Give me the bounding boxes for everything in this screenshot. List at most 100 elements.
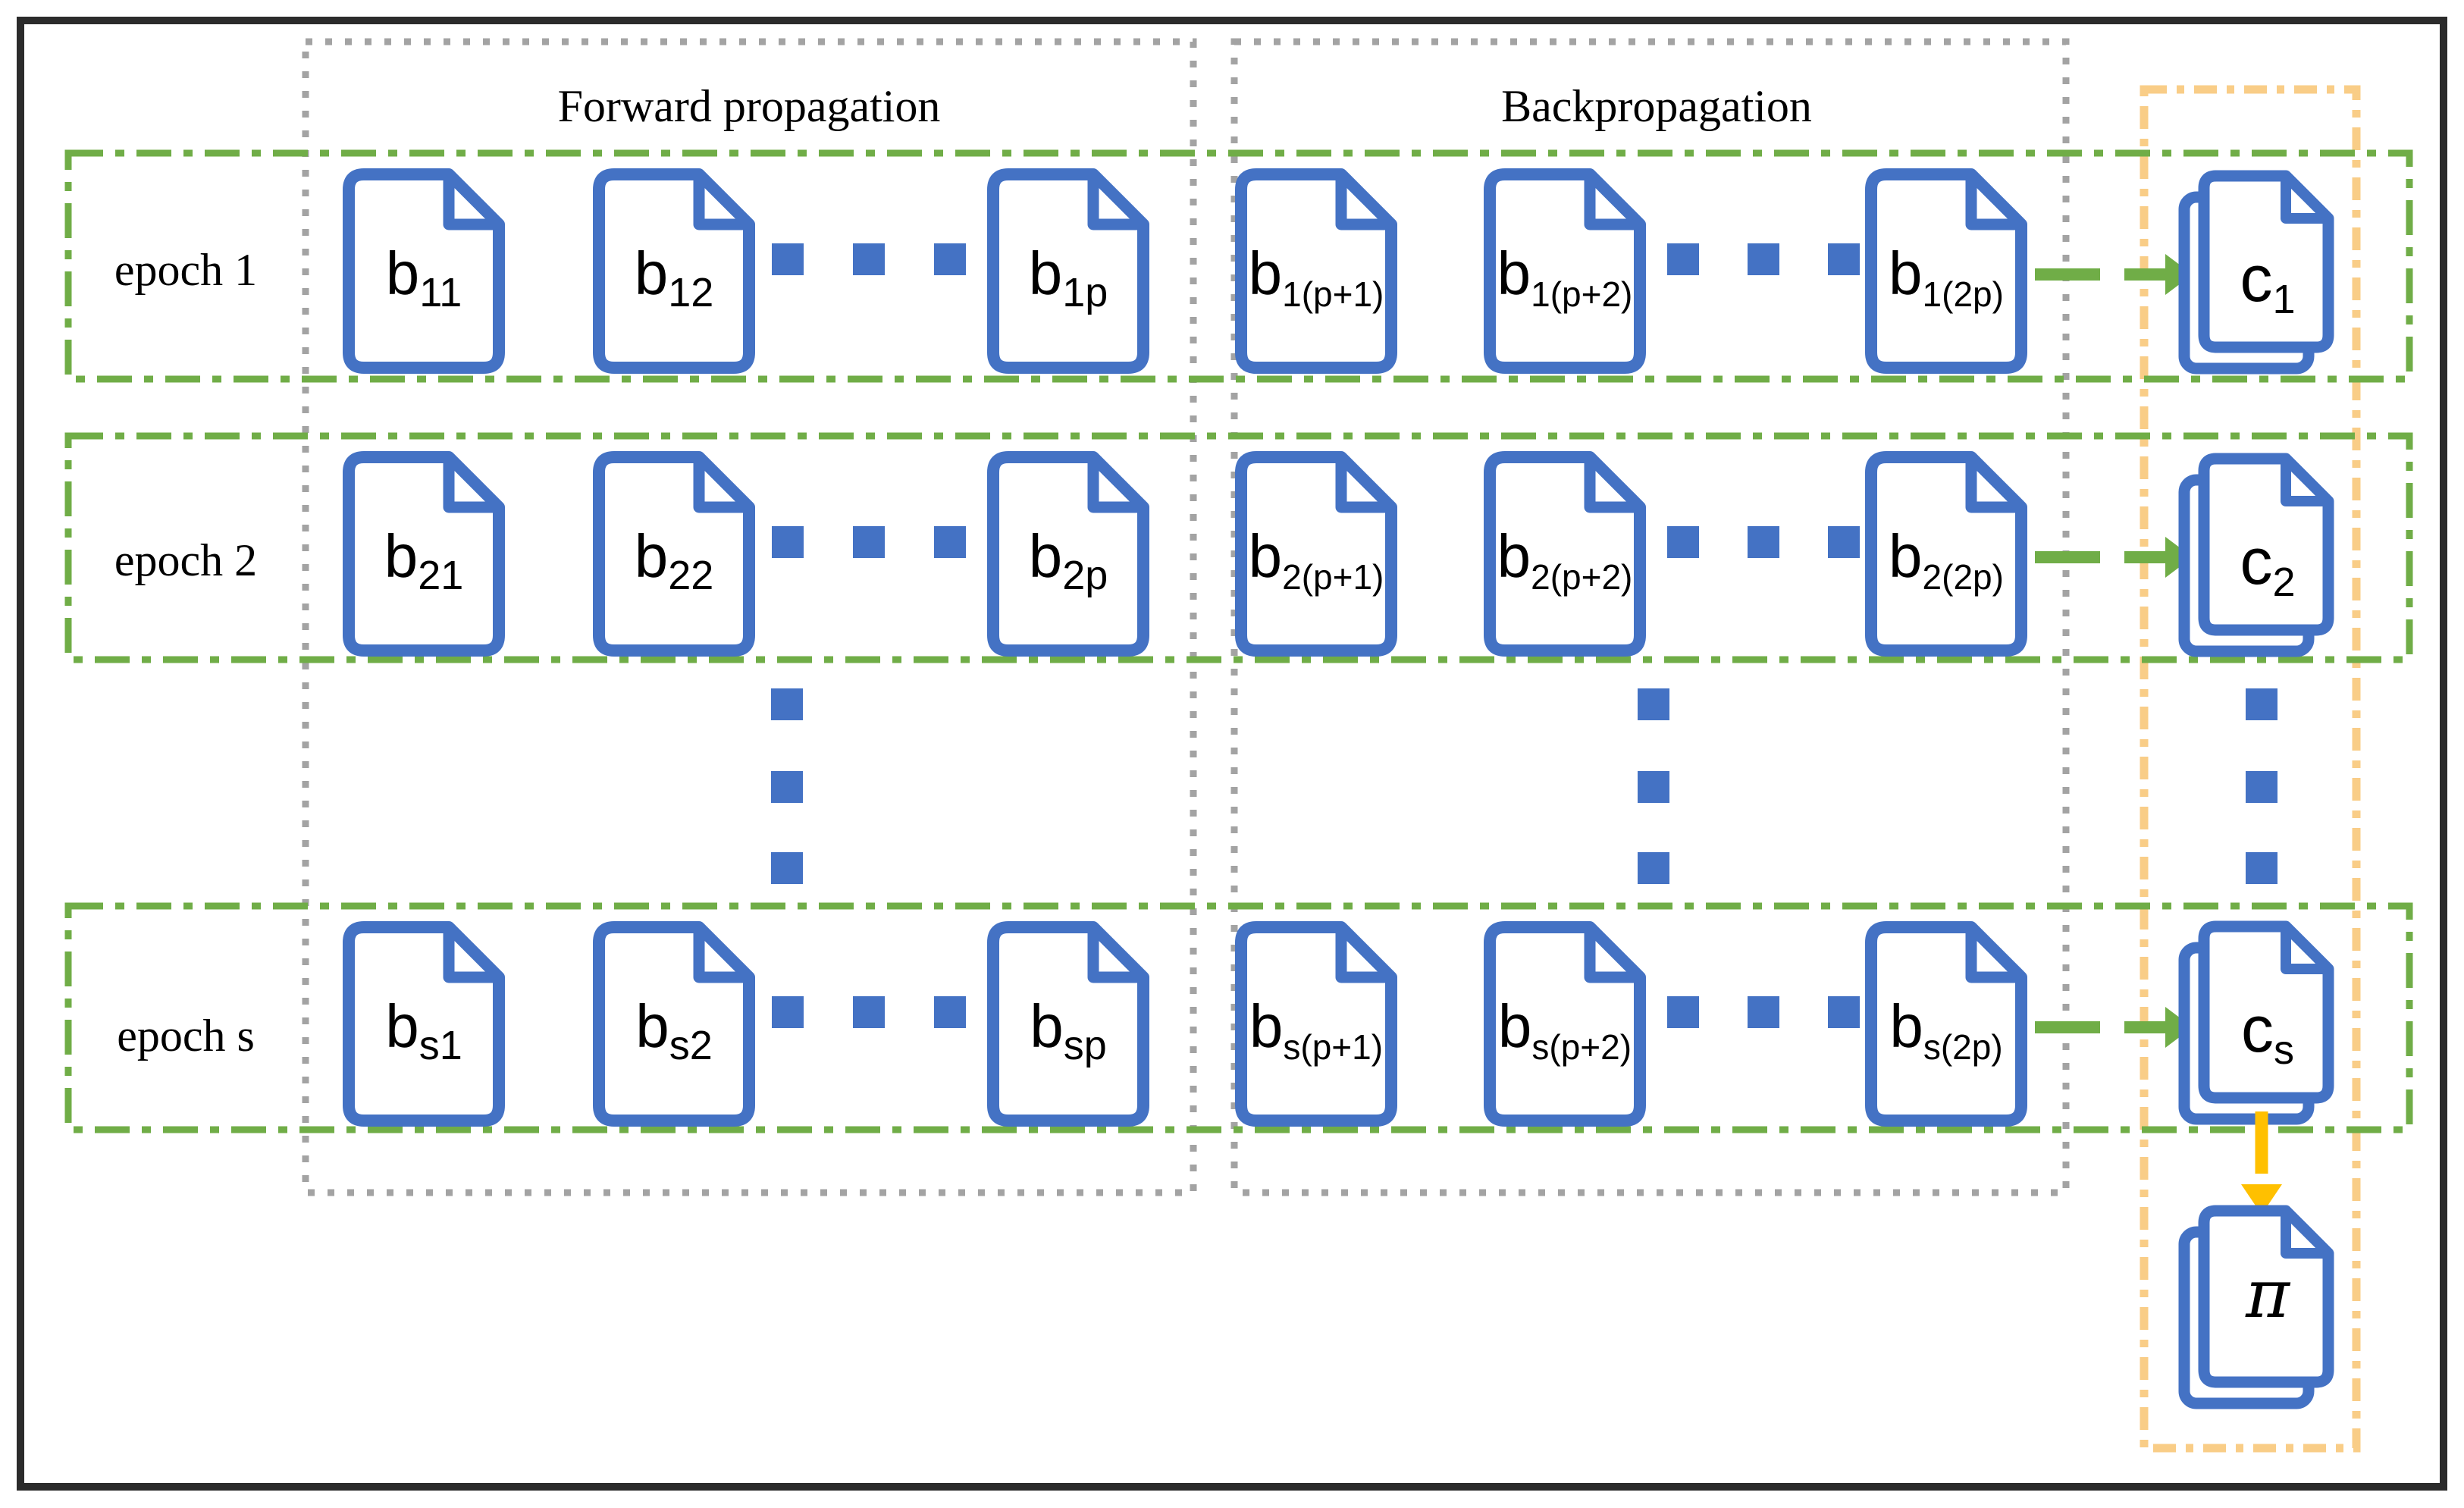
ellipsis-dot [853,243,885,275]
document-icon [343,168,505,374]
folded-corner [443,921,505,983]
stacked-documents-icon [2178,920,2334,1125]
epoch-1-label: epoch 1 [114,245,257,295]
document-label-main: b [1497,522,1531,590]
document-label-main: b [1889,240,1923,307]
document-label-main: b [635,992,669,1060]
folded-corner [1584,168,1646,230]
epoch-2-row-box [64,432,2413,663]
vertical-ellipsis-dot [1638,771,1669,803]
ellipsis-dot [1828,243,1860,275]
ellipsis-dot [1828,526,1860,558]
document-label-subscript: 1(2p) [1923,274,2004,314]
ellipsis-dot [1667,243,1699,275]
vertical-ellipsis-dot [2246,771,2277,803]
orange-arrow-icon [2241,1111,2282,1215]
ellipsis-dot [1748,243,1779,275]
document-label-main: b [1029,522,1063,590]
folded-corner [443,168,505,230]
document-label: b1(2p) [1889,240,2004,314]
document-label: b22 [635,522,714,598]
document-icon [1484,921,1646,1127]
aggregation-column-box [2140,85,2361,1453]
document-label-main: b [1249,240,1283,307]
epoch-2-label: epoch 2 [114,535,257,585]
green-dashed-arrow-icon [2035,254,2193,295]
document-label-main: b [1889,992,1923,1060]
document-label: c2 [2240,525,2295,605]
folded-corner [1965,451,2027,513]
document-label: bs(p+1) [1249,992,1383,1067]
epoch-row-boxes [64,149,2413,1133]
document-label: b1(p+1) [1249,240,1384,314]
vertical-ellipsis-dot [1638,852,1669,884]
ellipsis-dot [772,996,804,1028]
folded-corner [1335,451,1397,513]
folded-corner [1335,168,1397,230]
document-label-main: b [384,522,419,590]
ellipsis-dot [853,996,885,1028]
document-label-subscript: 1 [2272,277,2295,322]
document-label: b12 [635,240,714,315]
document-icon [1865,168,2027,374]
backpropagation-box [1230,38,2070,1196]
vertical-ellipsis-dot [771,852,803,884]
vertical-ellipsis-dot [2246,688,2277,720]
document-icon [593,451,755,657]
green-dashed-arrow-icon [2035,1007,2193,1048]
document-label-subscript: s1 [419,1023,462,1068]
document-label-subscript: s2 [669,1023,713,1068]
ellipsis-dot [934,243,966,275]
document-label-subscript: 22 [668,553,713,598]
folded-corner [443,451,505,513]
document-label: b1(p+2) [1497,240,1633,314]
document-label-main: b [1497,240,1531,307]
document-label-subscript: s(2p) [1923,1027,2003,1067]
folded-corner [2281,1205,2334,1259]
document-icon [1235,168,1397,374]
folded-corner [2281,171,2334,224]
document-label-main: b [635,240,669,307]
document-label-main: c [2240,243,2272,315]
document-icon [987,451,1149,657]
document-label: bs(2p) [1889,992,2002,1067]
document-label-subscript: 2(2p) [1923,557,2004,597]
ellipsis-dot [772,526,804,558]
stacked-documents-icon [2178,453,2334,657]
document-label-main: b [1498,992,1532,1060]
forward-propagation-title: Forward propagation [558,81,941,131]
document-label: bsp [1030,992,1107,1068]
document-label-subscript: 2p [1062,553,1108,598]
folded-corner [1087,168,1149,230]
document-label-main: b [385,992,419,1060]
document-label-main: π [2245,1255,2291,1333]
document-label: cs [2241,993,2294,1073]
ellipsis-dot [1667,526,1699,558]
document-label-subscript: 2(p+1) [1282,557,1384,597]
epoch-s-label: epoch s [117,1011,255,1061]
epoch-s-row-box [64,902,2413,1133]
document-label-subscript: sp [1064,1023,1107,1068]
document-label-main: b [1889,522,1923,590]
forward-propagation-box [302,38,1197,1196]
vertical-ellipsis-dot [1638,688,1669,720]
folded-corner [693,451,755,513]
document-label-subscript: s [2274,1027,2294,1073]
folded-corner [1965,921,2027,983]
document-label: π [2245,1255,2291,1333]
document-label-subscript: 21 [418,553,463,598]
document-icon [1235,451,1397,657]
stacked-documents-icon [2178,1205,2334,1409]
document-label-subscript: 1(p+1) [1282,274,1384,314]
vertical-ellipsis-dot [771,771,803,803]
document-label-subscript: 1(p+2) [1531,274,1632,314]
ellipsis-dot [934,526,966,558]
ellipsis-dot [772,243,804,275]
document-icon [987,921,1149,1127]
document-icon [1865,921,2027,1127]
document-label-main: b [635,522,669,590]
document-label: b1p [1029,240,1108,315]
document-label-main: b [1249,992,1284,1060]
